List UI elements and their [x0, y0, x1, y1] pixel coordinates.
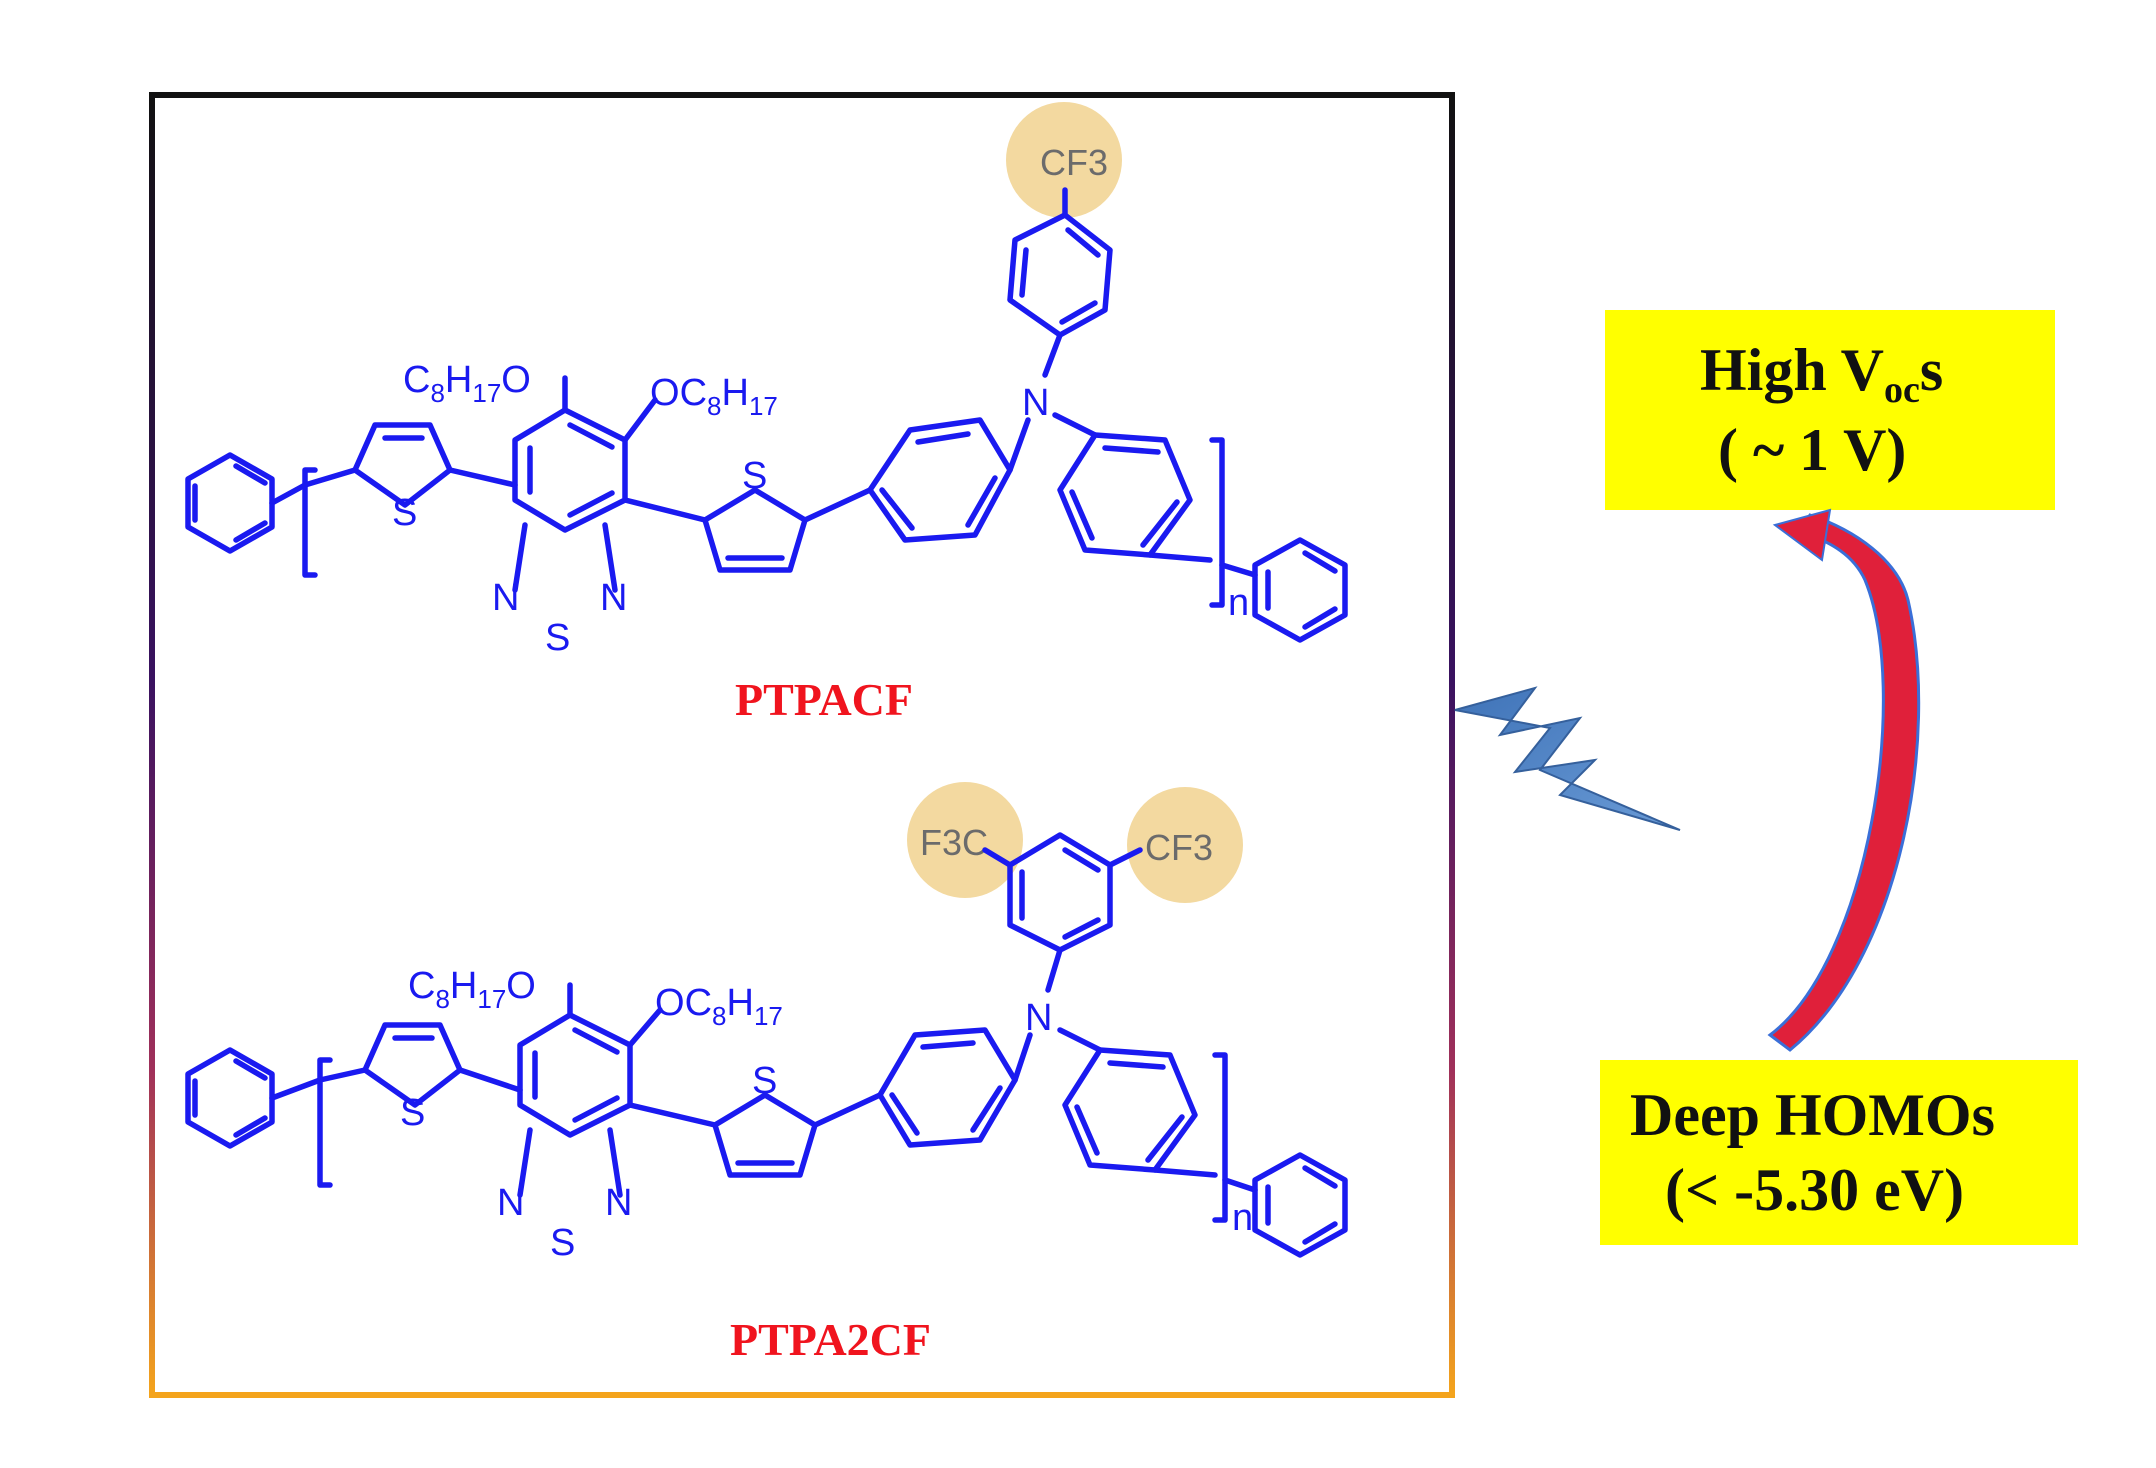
structures-frame [149, 92, 1455, 1398]
cf3-highlight [1006, 102, 1122, 218]
polymer-name-ptpacf: PTPACF [735, 674, 913, 725]
repeat-unit-n-label-2: n [1232, 1197, 1253, 1239]
polymer-ptpacf-structure: CF3 S C8H17O OC8H17 N N S [185, 102, 1348, 725]
f3c-group-label: F3C [920, 822, 988, 863]
cause-line1: Deep HOMOs [1630, 1082, 1995, 1148]
polymer-ptpa2cf-structure: F3C CF3 S C8H17O OC8H17 N N S S [185, 782, 1348, 1365]
repeat-unit-n-label: n [1228, 582, 1249, 624]
thiadiazole-nitrogen-left-2: N [497, 1182, 524, 1224]
thiadiazole-nitrogen-right: N [600, 577, 627, 619]
thiadiazole-sulfur-label: S [545, 617, 570, 659]
alkoxy-left-label-2: C8H17O [408, 965, 536, 1014]
result-line2: ( ~ 1 V) [1718, 417, 1906, 483]
thiophene-sulfur-label-2: S [400, 1092, 425, 1134]
thiadiazole-nitrogen-right-2: N [605, 1182, 632, 1224]
cf3-highlight-2 [1127, 787, 1243, 903]
amine-nitrogen-label-2: N [1025, 997, 1052, 1039]
curved-arrow-icon [1767, 508, 1921, 1052]
polymer-name-ptpa2cf: PTPA2CF [730, 1314, 931, 1365]
cf3-group-label: CF3 [1040, 142, 1108, 183]
thiophene2-sulfur-label-2: S [752, 1060, 777, 1102]
cf3-group-label-2: CF3 [1145, 827, 1213, 868]
thiadiazole-sulfur-label-2: S [550, 1222, 575, 1264]
alkoxy-right-label: OC8H17 [650, 372, 778, 421]
lightning-bolt-icon [1454, 686, 1681, 831]
amine-nitrogen-label: N [1022, 382, 1049, 424]
alkoxy-left-label: C8H17O [403, 359, 531, 408]
f3c-highlight [907, 782, 1023, 898]
result-line1: High Vocs [1700, 337, 1943, 411]
cause-box: Deep HOMOs (< -5.30 eV) [1600, 1060, 2078, 1245]
thiadiazole-nitrogen-left: N [492, 577, 519, 619]
alkoxy-right-label-2: OC8H17 [655, 982, 783, 1031]
result-box: High Vocs ( ~ 1 V) [1605, 310, 2055, 510]
thiophene-sulfur-label: S [392, 492, 417, 534]
cause-line2: (< -5.30 eV) [1665, 1157, 1964, 1223]
thiophene2-sulfur-label: S [742, 455, 767, 497]
